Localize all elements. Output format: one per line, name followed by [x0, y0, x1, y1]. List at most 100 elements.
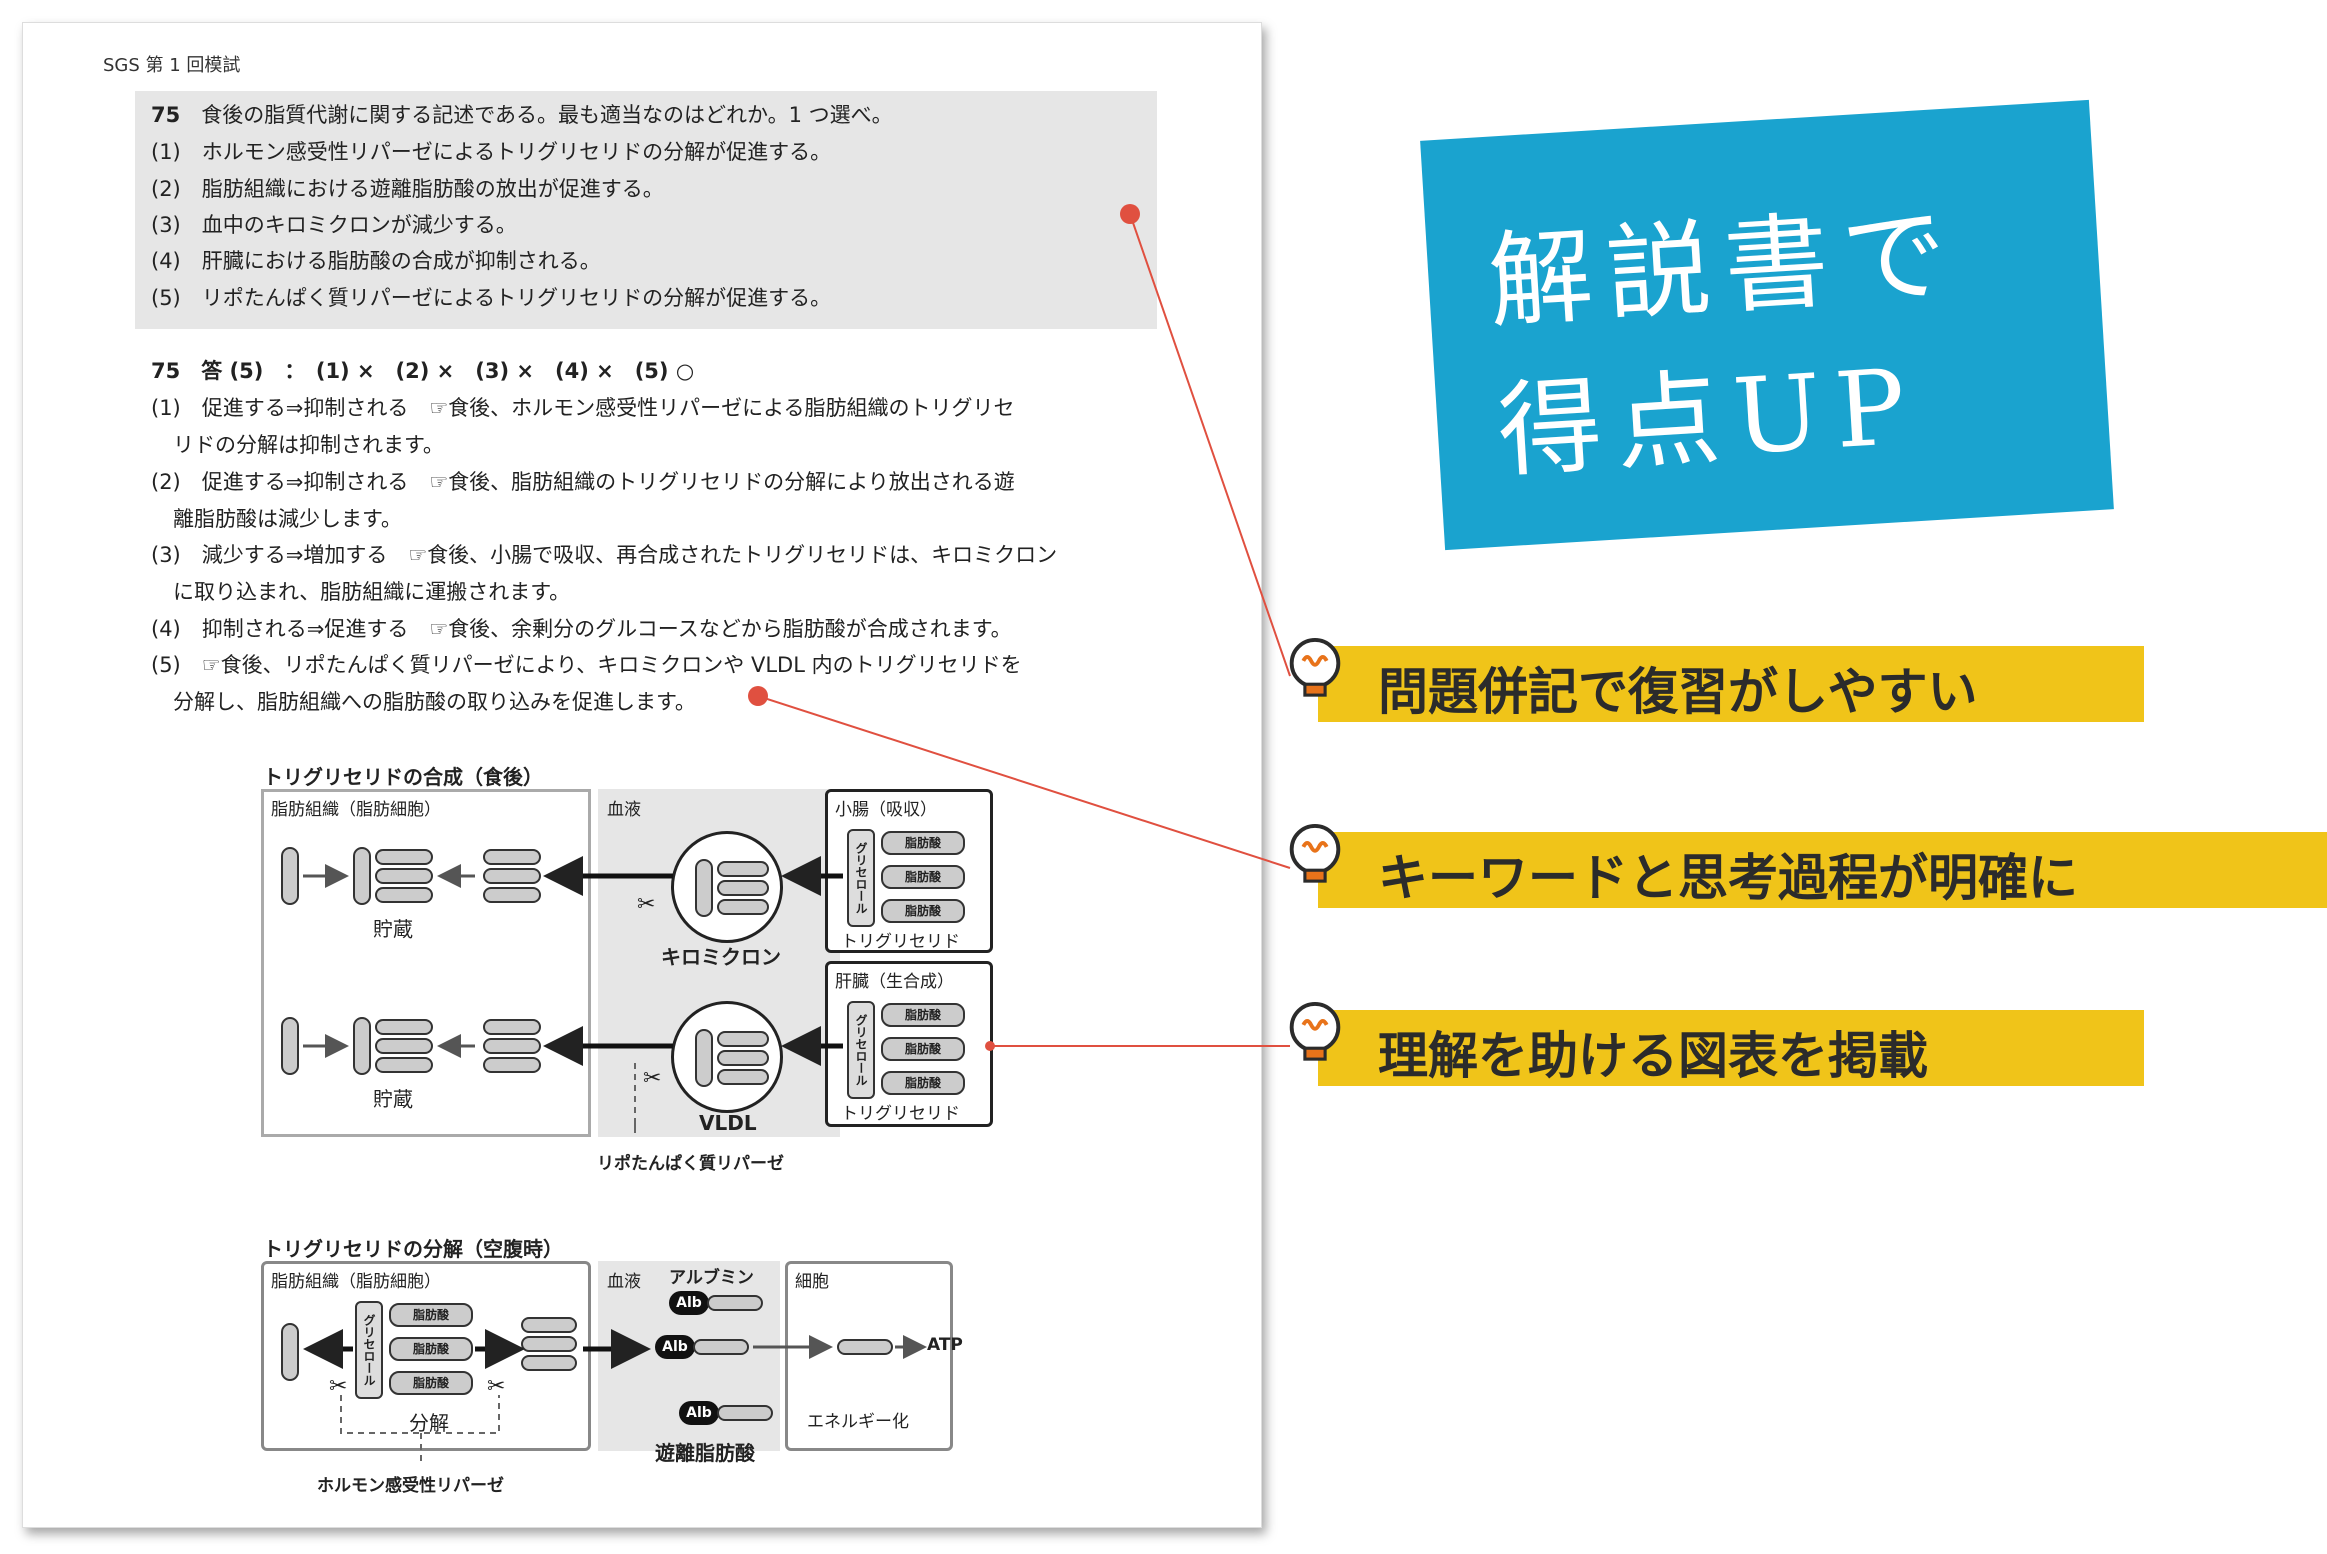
- answer-line: 分解し、脂肪組織への脂肪酸の取り込みを促進します。: [173, 690, 696, 714]
- answer-line: (4) 抑制される⇒促進する ☞食後、余剰分のグルコースなどから脂肪酸が合成され…: [151, 617, 1012, 641]
- svg-text:✂: ✂: [329, 1374, 347, 1399]
- albumin-badge: Alb: [679, 1401, 719, 1425]
- feature-bar-1: [1318, 646, 2144, 722]
- fatty-acid-shape: [717, 861, 769, 877]
- storage-label: 貯蔵: [373, 1087, 413, 1111]
- fatty-acid-shape: [717, 1069, 769, 1085]
- adipose-label-2: 脂肪組織（脂肪細胞）: [271, 1272, 441, 1292]
- fatty-acid-pill: 脂肪酸: [881, 1003, 965, 1027]
- breakdown-label: 分解: [409, 1411, 449, 1435]
- answer-line: (3) 減少する⇒増加する ☞食後、小腸で吸収、再合成されたトリグリセリドは、キ…: [151, 543, 1058, 567]
- glycerol-shape: [695, 1029, 713, 1087]
- question-stem: 75 食後の脂質代謝に関する記述である。最も適当なのはどれか。1 つ選べ。: [151, 99, 893, 129]
- fatty-acid-shape: [707, 1295, 763, 1311]
- tg-label: トリグリセリド: [841, 1104, 960, 1124]
- diagram1-title: トリグリセリドの合成（食後）: [263, 765, 543, 789]
- fatty-acid-pill: 脂肪酸: [389, 1371, 473, 1395]
- cell-label: 細胞: [795, 1272, 829, 1292]
- glycerol-block: グリセロール: [355, 1301, 383, 1399]
- albumin-label: アルブミン: [669, 1268, 754, 1288]
- glycerol-shape: [281, 1017, 299, 1075]
- fatty-acid-shape: [483, 1038, 541, 1054]
- fatty-acid-shape: [483, 1057, 541, 1073]
- fatty-acid-pill: 脂肪酸: [389, 1303, 473, 1327]
- fatty-acid-shape: [693, 1339, 749, 1355]
- fatty-acid-shape: [375, 868, 433, 884]
- page-header: SGS 第 1 回模試: [103, 55, 241, 76]
- connector-dot: [748, 686, 768, 706]
- feature-text-1: 問題併記で復習がしやすい: [1378, 663, 1978, 721]
- question-number: 75: [151, 103, 181, 127]
- document-page: SGS 第 1 回模試 75 食後の脂質代謝に関する記述である。最も適当なのはど…: [22, 22, 1262, 1528]
- answer-line: (1) 促進する⇒抑制される ☞食後、ホルモン感受性リパーゼによる脂肪組織のトリ…: [151, 396, 1015, 420]
- question-stem-text: 食後の脂質代謝に関する記述である。最も適当なのはどれか。1 つ選べ。: [201, 103, 893, 127]
- fatty-acid-pill: 脂肪酸: [881, 831, 965, 855]
- question-option: (4) 肝臓における脂肪酸の合成が抑制される。: [151, 249, 601, 273]
- answer-line: 離脂肪酸は減少します。: [173, 507, 402, 531]
- diagram2-title: トリグリセリドの分解（空腹時）: [263, 1237, 563, 1261]
- glycerol-shape: [281, 1323, 299, 1381]
- feature-bar-2: [1318, 832, 2327, 908]
- glycerol-block: グリセロール: [847, 829, 875, 927]
- fatty-acid-pill: 脂肪酸: [881, 865, 965, 889]
- fatty-acid-shape: [717, 1405, 773, 1421]
- fatty-acid-shape: [483, 1019, 541, 1035]
- fatty-acid-shape: [483, 887, 541, 903]
- lightbulb-icon: [1289, 823, 1341, 883]
- glycerol-shape: [353, 1017, 371, 1075]
- albumin-badge: Alb: [669, 1291, 709, 1315]
- blood-label: 血液: [607, 800, 641, 820]
- glycerol-shape: [353, 847, 371, 905]
- svg-text:✂: ✂: [487, 1374, 505, 1399]
- fatty-acid-shape: [375, 1057, 433, 1073]
- ffa-label: 遊離脂肪酸: [655, 1441, 755, 1465]
- feature-text-2: キーワードと思考過程が明確に: [1378, 849, 2078, 907]
- diagram-arrows: ✂ ✂ ✂ ✂: [303, 856, 927, 1461]
- energy-label: エネルギー化: [807, 1412, 909, 1432]
- answer-line: (5) ☞食後、リポたんぱく質リパーゼにより、キロミクロンや VLDL 内のトリ…: [151, 653, 1022, 677]
- vldl-label: VLDL: [699, 1111, 757, 1135]
- intestine-label: 小腸（吸収）: [835, 800, 937, 820]
- question-option: (1) ホルモン感受性リパーゼによるトリグリセリドの分解が促進する。: [151, 140, 832, 164]
- hsl-label: ホルモン感受性リパーゼ: [317, 1476, 504, 1496]
- answer-line: (2) 促進する⇒抑制される ☞食後、脂肪組織のトリグリセリドの分解により放出さ…: [151, 470, 1015, 494]
- chylomicron-label: キロミクロン: [661, 945, 781, 969]
- fatty-acid-pill: 脂肪酸: [881, 899, 965, 923]
- feature-bar-3: [1318, 1010, 2144, 1086]
- fatty-acid-shape: [483, 868, 541, 884]
- fatty-acid-shape: [375, 1038, 433, 1054]
- atp-label: ATP: [927, 1335, 963, 1355]
- answer-line: リドの分解は抑制されます。: [173, 433, 444, 457]
- connector-dot: [985, 1041, 995, 1051]
- fatty-acid-shape: [521, 1317, 577, 1333]
- fatty-acid-shape: [375, 887, 433, 903]
- connector-dot: [1120, 204, 1140, 224]
- lightbulb-icon: [1289, 1001, 1341, 1061]
- answer-line: に取り込まれ、脂肪組織に運搬されます。: [173, 580, 571, 604]
- adipose-label: 脂肪組織（脂肪細胞）: [271, 800, 441, 820]
- storage-label: 貯蔵: [373, 917, 413, 941]
- fatty-acid-shape: [375, 1019, 433, 1035]
- adipose-box: [261, 789, 591, 1137]
- fatty-acid-pill: 脂肪酸: [881, 1037, 965, 1061]
- answer-head: 75 答 (5) ： (1) × (2) × (3) × (4) × (5) ○: [151, 359, 695, 383]
- fatty-acid-shape: [717, 880, 769, 896]
- tg-label: トリグリセリド: [841, 932, 960, 952]
- lightbulb-icon: [1289, 637, 1341, 697]
- fatty-acid-shape: [717, 899, 769, 915]
- blood-label-2: 血液: [607, 1272, 641, 1292]
- fatty-acid-shape: [717, 1050, 769, 1066]
- question-option: (3) 血中のキロミクロンが減少する。: [151, 213, 517, 237]
- fatty-acid-pill: 脂肪酸: [881, 1071, 965, 1095]
- glycerol-shape: [695, 859, 713, 917]
- lpl-label: リポたんぱく質リパーゼ: [597, 1154, 784, 1174]
- question-option: (2) 脂肪組織における遊離脂肪酸の放出が促進する。: [151, 177, 664, 201]
- feature-text-3: 理解を助ける図表を掲載: [1378, 1027, 1928, 1085]
- albumin-badge: Alb: [655, 1335, 695, 1359]
- svg-text:✂: ✂: [637, 892, 655, 917]
- glycerol-block: グリセロール: [847, 1001, 875, 1099]
- fatty-acid-shape: [375, 849, 433, 865]
- question-option: (5) リポたんぱく質リパーゼによるトリグリセリドの分解が促進する。: [151, 286, 832, 310]
- fatty-acid-shape: [717, 1031, 769, 1047]
